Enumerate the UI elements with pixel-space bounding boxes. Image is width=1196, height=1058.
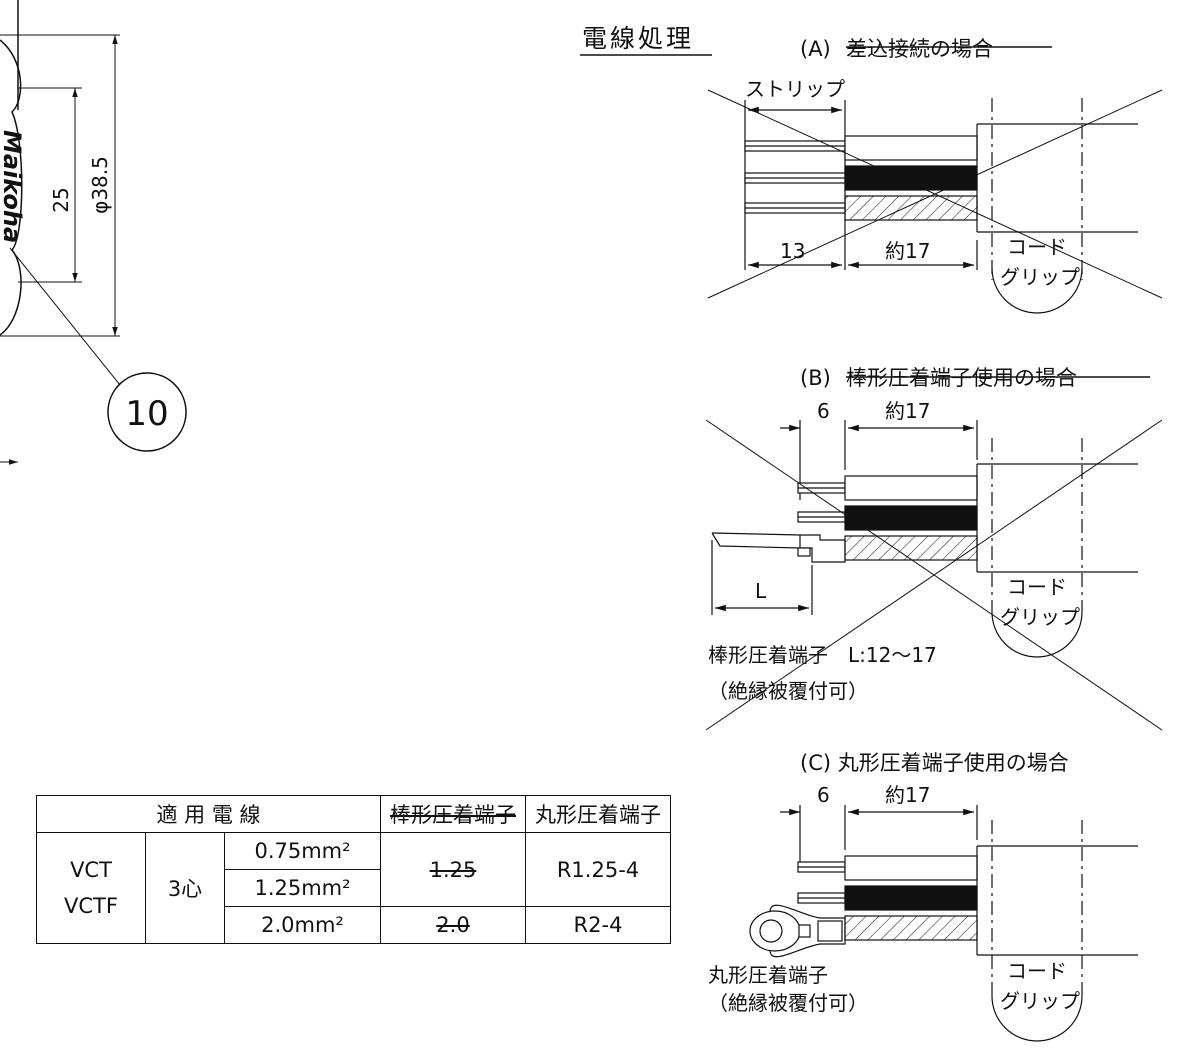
case-c-terminal-name: 丸形圧着端子 (708, 963, 828, 987)
case-c-diagram: (C) 丸形圧着端子使用の場合 6 約17 (708, 751, 1138, 1042)
cable-type-vct: VCT (70, 858, 112, 882)
case-c-grip-line2: グリップ (1000, 989, 1080, 1013)
table-row: 2.0mm² 2.0 R2-4 (37, 906, 671, 944)
case-b-grip-line1: コード (1007, 575, 1067, 599)
cable-type-vctf: VCTF (64, 894, 118, 918)
case-b-terminal-name: 棒形圧着端子 L:12～17 (708, 643, 937, 667)
rod-terminal-cell: 1.25 (380, 832, 526, 907)
section-title: 電線処理 (582, 24, 694, 53)
case-b-dim-terminal: L (755, 579, 767, 603)
case-b-title-prefix: (B) (800, 366, 831, 390)
header-ring-terminal: 丸形圧着端子 (525, 795, 671, 833)
table-row: VCT VCTF 3心 0.75mm² 1.25 R1.25-4 (36, 832, 671, 944)
case-b-dim-sheath: 約17 (885, 399, 930, 423)
ring-terminal-cell: R2-4 (525, 906, 671, 944)
cores-cell: 3心 (145, 832, 225, 944)
case-b-diagram: (B) 棒形圧着端子使用の場合 6 約17 (705, 366, 1163, 731)
applicable-wire-table: 適 用 電 線 棒形圧着端子 丸形圧着端子 VCT VCTF 3心 0.75mm… (36, 795, 671, 944)
wire-size-cell: 1.25mm² (224, 869, 381, 907)
ring-terminal-cell: R1.25-4 (525, 832, 671, 907)
case-a-dim-strip: 13 (780, 239, 805, 263)
left-part-drawing (0, 0, 187, 465)
case-a-grip-line2: グリップ (1000, 265, 1080, 289)
header-applicable-wire: 適 用 電 線 (36, 795, 381, 833)
case-c-title: (C) 丸形圧着端子使用の場合 (800, 751, 1069, 775)
case-c-dim-sheath: 約17 (885, 783, 930, 807)
case-a-title-prefix: (A) (800, 37, 831, 61)
case-c-grip-line1: コード (1007, 959, 1067, 983)
case-b-title: 棒形圧着端子使用の場合 (846, 366, 1077, 390)
case-a-diagram: (A) 差込接続の場合 ストリップ (707, 37, 1163, 314)
wire-size-cell: 0.75mm² (224, 832, 381, 870)
dimension-inner: 25 (49, 187, 73, 212)
rod-terminal-cell: 2.0 (380, 906, 526, 944)
table-row: 1.25mm² (37, 869, 671, 907)
logo-text: Maikoha (0, 130, 26, 243)
case-c-dim-strip: 6 (817, 783, 830, 807)
case-b-grip-line2: グリップ (1000, 605, 1080, 629)
case-a-dim-sheath: 約17 (885, 239, 930, 263)
case-b-dim-strip: 6 (817, 399, 830, 423)
wire-size-cell: 2.0mm² (224, 906, 381, 944)
callout-number: 10 (125, 394, 168, 434)
case-a-strip-label: ストリップ (745, 77, 845, 101)
case-a-title: 差込接続の場合 (846, 37, 993, 61)
dimension-outer: φ38.5 (88, 156, 112, 214)
table-header-row: 適 用 電 線 棒形圧着端子 丸形圧着端子 (36, 795, 671, 833)
case-c-terminal-note: （絶縁被覆付可） (708, 991, 868, 1015)
case-a-grip-line1: コード (1007, 235, 1067, 259)
header-rod-terminal: 棒形圧着端子 (380, 795, 526, 833)
cable-type-cell: VCT VCTF (36, 832, 146, 944)
case-b-terminal-note: （絶縁被覆付可） (708, 679, 868, 703)
